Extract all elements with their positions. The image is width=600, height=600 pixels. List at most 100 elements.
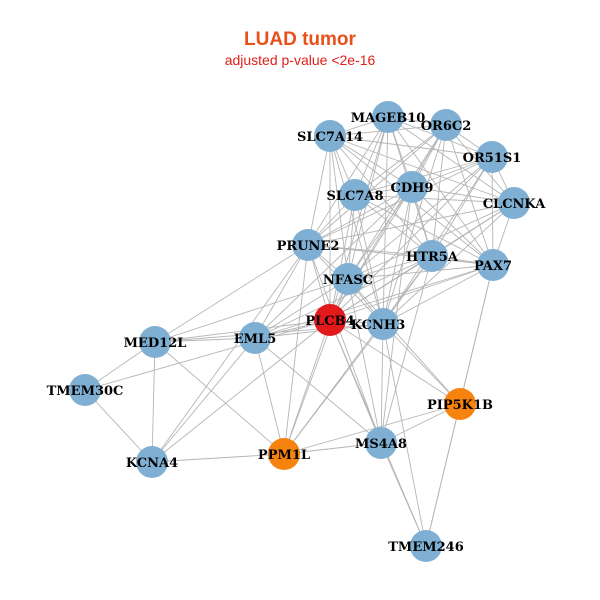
node-htr5a: HTR5A [406, 240, 459, 272]
node-circle [139, 326, 171, 358]
node-label: TMEM30C [47, 384, 124, 399]
node-label: SLC7A8 [326, 189, 383, 204]
edge-cdh9-eml5 [254, 186, 413, 339]
edge-eml5-ms4a8 [254, 337, 382, 444]
edge-eml5-ppm1l [254, 337, 285, 455]
node-or51s1: OR51S1 [463, 141, 522, 173]
node-cdh9: CDH9 [391, 171, 434, 203]
node-label: PIP5K1B [427, 398, 493, 413]
edge-pip5k1b-ppm1l [283, 403, 461, 455]
edge-plcb4-pip5k1b [329, 319, 461, 405]
edge-slc7a8-clcnka [354, 194, 515, 204]
edge-kcnh3-ppm1l [283, 323, 384, 455]
edge-nfasc-ms4a8 [347, 278, 382, 444]
node-label: SLC7A14 [297, 130, 363, 145]
node-label: KCNA4 [126, 456, 178, 471]
edge-slc7a14-clcnka [329, 135, 515, 204]
edge-ms4a8-tmem246 [380, 442, 427, 547]
edge-pax7-kcnh3 [382, 264, 494, 325]
edge-or51s1-prune2 [307, 156, 493, 246]
node-circle [477, 249, 509, 281]
node-label: MS4A8 [355, 437, 407, 452]
edge-pax7-eml5 [254, 264, 494, 339]
node-circle [314, 120, 346, 152]
node-circle [444, 388, 476, 420]
node-circle [292, 229, 324, 261]
edge-mageb10-clcnka [387, 116, 515, 204]
node-circle [339, 179, 371, 211]
node-label: PPM1L [258, 448, 310, 463]
node-kcna4: KCNA4 [126, 446, 178, 478]
edge-cdh9-kcnh3 [382, 186, 413, 325]
node-label: HTR5A [406, 250, 459, 265]
edge-slc7a8-kcnh3 [354, 194, 384, 325]
edge-pax7-plcb4 [329, 264, 494, 321]
node-circle [476, 141, 508, 173]
edge-prune2-pax7 [307, 244, 494, 266]
edge-med12l-eml5 [154, 337, 256, 343]
edge-slc7a8-htr5a [354, 194, 433, 257]
edge-cdh9-ms4a8 [380, 186, 413, 444]
edge-mageb10-pax7 [387, 116, 494, 266]
edge-prune2-ms4a8 [307, 244, 382, 444]
node-layer: MAGEB10OR6C2SLC7A14OR51S1CDH9SLC7A8CLCNK… [47, 101, 546, 562]
node-circle [410, 530, 442, 562]
edge-htr5a-ms4a8 [380, 255, 433, 444]
node-plcb4: PLCB4 [305, 304, 355, 336]
edge-cdh9-pax7 [411, 186, 494, 266]
edge-nfasc-eml5 [254, 278, 349, 339]
edge-or51s1-nfasc [347, 156, 493, 280]
node-circle [367, 308, 399, 340]
node-label: CDH9 [391, 181, 434, 196]
edge-prune2-med12l [154, 244, 309, 343]
edge-cdh9-plcb4 [329, 186, 413, 321]
node-pip5k1b: PIP5K1B [427, 388, 493, 420]
edge-pax7-nfasc [347, 264, 494, 280]
node-circle [396, 171, 428, 203]
edge-or6c2-prune2 [307, 124, 447, 246]
edge-prune2-eml5 [254, 244, 309, 339]
edge-ppm1l-kcna4 [151, 453, 285, 463]
node-mageb10: MAGEB10 [351, 101, 426, 133]
edge-slc7a14-nfasc [329, 135, 349, 280]
edge-or51s1-plcb4 [329, 156, 493, 321]
edge-kcnh3-pip5k1b [382, 323, 461, 405]
node-label: NFASC [323, 273, 373, 288]
edge-layer [84, 116, 515, 547]
edge-plcb4-ppm1l [283, 319, 331, 455]
node-slc7a14: SLC7A14 [297, 120, 363, 152]
edge-med12l-kcna4 [151, 341, 156, 463]
edge-prune2-kcna4 [151, 244, 309, 463]
edge-clcnka-kcnh3 [382, 202, 515, 325]
node-circle [69, 374, 101, 406]
node-label: MED12L [124, 336, 187, 351]
node-circle [239, 322, 271, 354]
edge-slc7a14-cdh9 [329, 135, 413, 188]
node-eml5: EML5 [234, 322, 276, 354]
edge-ms4a8-ppm1l [283, 442, 382, 455]
edge-or6c2-kcnh3 [382, 124, 447, 325]
node-label: MAGEB10 [351, 111, 426, 126]
node-tmem246: TMEM246 [388, 530, 464, 562]
node-circle [365, 427, 397, 459]
edge-prune2-ppm1l [283, 244, 309, 455]
node-label: PRUNE2 [277, 239, 340, 254]
edge-or6c2-pax7 [445, 124, 494, 266]
node-circle [314, 304, 346, 336]
edge-slc7a8-plcb4 [329, 194, 356, 321]
edge-slc7a8-pax7 [354, 194, 494, 266]
node-circle [372, 101, 404, 133]
edge-nfasc-pip5k1b [347, 278, 461, 405]
edge-slc7a14-prune2 [307, 135, 331, 246]
edge-nfasc-med12l [154, 278, 349, 343]
node-pax7: PAX7 [474, 249, 512, 281]
node-label: OR51S1 [463, 151, 522, 166]
edge-plcb4-tmem30c [84, 319, 331, 391]
edge-or6c2-htr5a [431, 124, 447, 257]
node-kcnh3: KCNH3 [351, 308, 405, 340]
node-prune2: PRUNE2 [277, 229, 340, 261]
edge-eml5-kcna4 [151, 337, 256, 463]
node-label: OR6C2 [421, 119, 472, 134]
